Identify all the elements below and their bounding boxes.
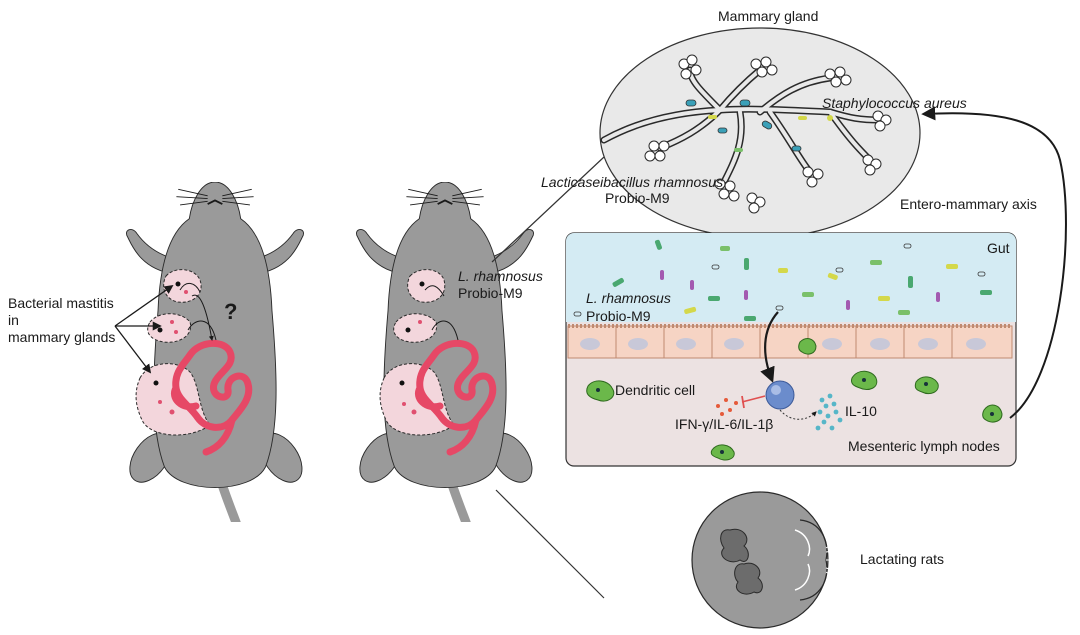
probio-m9-top-label: Probio-M9 <box>605 190 670 206</box>
entero-mammary-axis-label: Entero-mammary axis <box>900 196 1037 212</box>
mastitis-label-line3: mammary glands <box>8 329 116 345</box>
translocation-arrow <box>760 311 779 383</box>
macrophage-icon <box>765 380 795 410</box>
mammary-gland-panel <box>599 27 921 239</box>
mastitis-label-line2: in <box>8 312 19 328</box>
rat-icon <box>121 182 310 561</box>
probio-m9-gut-label: Probio-M9 <box>586 308 651 324</box>
pup-icon <box>691 491 842 629</box>
gut-label: Gut <box>987 240 1010 256</box>
intestine-icon <box>171 339 253 456</box>
rat-icon <box>351 182 540 561</box>
entero-mammary-arrow <box>921 106 1067 419</box>
gut-panel <box>565 232 1017 467</box>
lactating-rats-label: Lactating rats <box>860 551 945 567</box>
lacticaseibacillus-label: Lacticaseibacillus rhamnosus <box>541 174 724 190</box>
l-rhamnosus-gut-label: L. rhamnosus <box>586 290 671 306</box>
connector-line <box>495 489 605 599</box>
dendritic-cell-label: Dendritic cell <box>615 382 696 398</box>
cytokines-label: IFN-γ/IL-6/IL-1β <box>675 416 774 432</box>
question-mark: ? <box>224 299 238 324</box>
mesenteric-lymph-nodes-label: Mesenteric lymph nodes <box>848 438 1000 454</box>
connector-line <box>491 156 605 263</box>
mastitis-label-line1: Bacterial mastitis <box>8 295 114 311</box>
il10-dots <box>815 393 843 431</box>
mammary-gland-title: Mammary gland <box>718 8 819 24</box>
probio-m9-rat-label: Probio-M9 <box>458 285 523 301</box>
intestine-icon <box>415 339 497 456</box>
il10-label: IL-10 <box>845 403 877 419</box>
mastitis-pointers <box>114 284 174 374</box>
l-rhamnosus-rat-label: L. rhamnosus <box>458 268 543 284</box>
staphylococcus-label: Staphylococcus aureus <box>822 95 967 111</box>
dendritic-cell-icon <box>586 338 1003 461</box>
